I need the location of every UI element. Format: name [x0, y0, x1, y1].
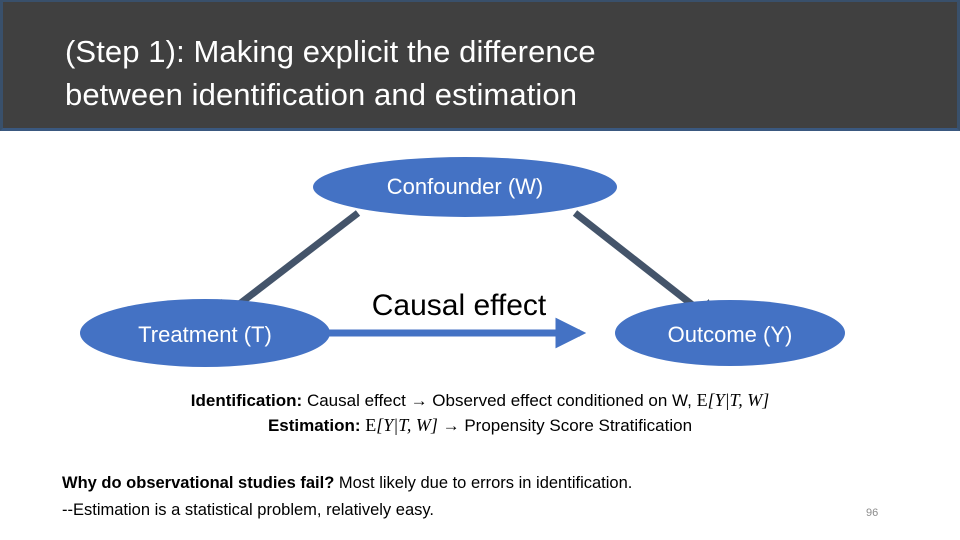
node-treatment[interactable]: [80, 299, 330, 367]
identification-text: Causal effect → Observed effect conditio…: [302, 391, 697, 410]
notes-line-1: Why do observational studies fail? Most …: [62, 470, 852, 497]
node-outcome[interactable]: [615, 300, 845, 366]
identification-math-expr: [Y|T, W]: [707, 390, 770, 410]
slide-title-band: (Step 1): Making explicit the difference…: [0, 0, 960, 131]
page-number: 96: [866, 507, 879, 519]
page-title: (Step 1): Making explicit the difference…: [65, 34, 596, 112]
identification-label: Identification:: [190, 391, 303, 410]
notes-line-2: --Estimation is a statistical problem, r…: [62, 501, 434, 519]
notes-block: Why do observational studies fail? Most …: [62, 470, 852, 524]
notes-line-1-rest: Most likely due to errors in identificat…: [334, 474, 633, 492]
estimation-label: Estimation:: [267, 416, 361, 435]
identification-math-e: E: [696, 390, 708, 410]
causal-diagram: [0, 131, 960, 540]
estimation-text: → Propensity Score Stratification: [437, 416, 693, 435]
causal-diagram-svg: [80, 157, 845, 367]
estimation-math-expr: [Y|T, W]: [376, 415, 438, 435]
notes-line-1-bold: Why do observational studies fail?: [62, 474, 335, 492]
estimation-line: Estimation: E[Y|T, W] → Propensity Score…: [60, 413, 900, 438]
formula-block: Identification: Causal effect → Observed…: [60, 388, 900, 438]
estimation-math-e: E: [365, 415, 377, 435]
node-confounder[interactable]: [313, 157, 617, 217]
identification-line: Identification: Causal effect → Observed…: [60, 388, 900, 413]
edge-label-causal-effect: Causal effect: [371, 289, 547, 322]
